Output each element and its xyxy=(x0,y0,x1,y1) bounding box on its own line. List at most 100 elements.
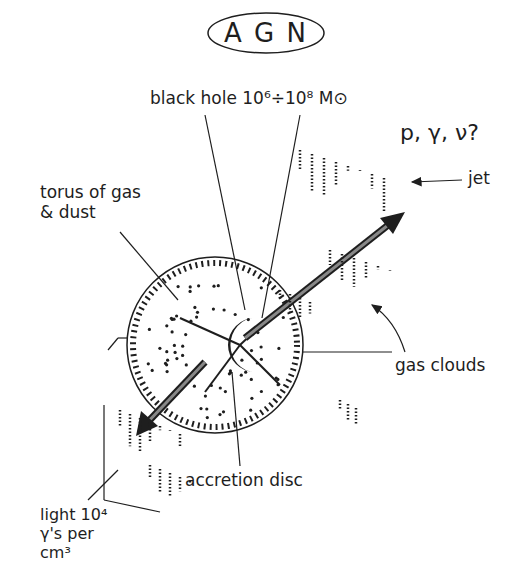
dust-dot xyxy=(174,351,177,354)
dust-dot xyxy=(244,371,247,374)
dust-dot xyxy=(260,286,263,289)
cloud-streak xyxy=(139,418,142,451)
cloud-streak xyxy=(339,400,342,409)
dust-dot xyxy=(175,357,178,360)
dust-dot xyxy=(250,397,253,400)
title: A G N xyxy=(224,18,308,48)
dust-dot xyxy=(170,317,173,320)
cloud-streak xyxy=(371,174,374,188)
cloud-streak xyxy=(119,410,122,428)
cloud-streak xyxy=(355,408,358,425)
cloud-streak xyxy=(279,290,282,300)
dust-dot xyxy=(185,363,188,366)
dust-dot xyxy=(147,362,150,365)
leader-lines xyxy=(88,115,462,500)
dust-dot xyxy=(212,308,215,311)
cloud-streak xyxy=(169,429,172,432)
dust-dot xyxy=(260,390,263,393)
cloud-streak xyxy=(179,477,182,491)
dust-dot xyxy=(229,369,232,372)
dust-dot xyxy=(196,311,199,314)
part-label: accretion disc xyxy=(185,470,345,490)
title-oval xyxy=(208,13,324,53)
part-label: p, γ, ν? xyxy=(400,120,520,146)
cloud-streak xyxy=(335,162,338,185)
part-label: black hole 10⁶÷10⁸ M⊙ xyxy=(150,88,400,108)
dust-dot xyxy=(282,316,285,319)
cloud-streak xyxy=(159,469,162,492)
dust-dot xyxy=(165,363,168,366)
dust-dot xyxy=(166,370,169,373)
dust-dot xyxy=(148,328,151,331)
dust-dot xyxy=(206,416,209,419)
cloud-streak xyxy=(389,269,392,272)
dust-dot xyxy=(189,285,192,288)
dust-dot xyxy=(173,344,176,347)
dust-dot xyxy=(260,345,263,348)
cloud-streak xyxy=(323,158,326,196)
cloud-streak xyxy=(149,422,152,442)
cloud-streak xyxy=(359,169,362,172)
dust-dot xyxy=(175,314,178,317)
dust-dot xyxy=(193,306,196,309)
dust-dot xyxy=(240,374,243,377)
dust-dot xyxy=(177,285,180,288)
dust-dot xyxy=(166,359,169,362)
dust-dot xyxy=(224,390,227,393)
part-label: light 10⁴ γ's per cm³ xyxy=(40,505,112,563)
cloud-streak xyxy=(329,250,332,265)
light-arrow xyxy=(136,362,205,436)
dust-dot xyxy=(223,308,226,311)
dust-dot xyxy=(234,313,237,316)
dust-dot xyxy=(193,385,196,388)
jet-arrow xyxy=(245,212,405,338)
cloud-streak xyxy=(347,404,350,421)
torus-rim xyxy=(133,263,297,427)
gas-clouds xyxy=(120,150,390,497)
dust-dot xyxy=(277,347,280,350)
dust-dot xyxy=(197,284,200,287)
dust-dot xyxy=(219,386,222,389)
cloud-streak xyxy=(311,154,314,191)
torus-outline xyxy=(127,257,303,433)
dust-dot xyxy=(204,395,207,398)
dust-dot xyxy=(212,285,215,288)
cloud-streak xyxy=(299,150,302,170)
dust-dot xyxy=(165,324,168,327)
cloud-streak xyxy=(289,294,292,312)
cloud-streak xyxy=(347,166,350,171)
part-label: gas clouds xyxy=(395,355,515,375)
dust-dot xyxy=(205,407,208,410)
cloud-streak xyxy=(377,266,380,270)
cloud-streak xyxy=(149,465,152,478)
dust-dot xyxy=(165,350,168,353)
black-hole xyxy=(228,318,255,372)
dust-dot xyxy=(189,290,192,293)
dust-dot xyxy=(250,378,253,381)
cloud-streak xyxy=(299,298,302,317)
dust-dot xyxy=(151,369,154,372)
dust-dot xyxy=(195,316,198,319)
cloud-streak xyxy=(365,262,368,279)
cloud-streak xyxy=(309,302,312,313)
dust-dot xyxy=(184,333,187,336)
dust-dot xyxy=(222,410,225,413)
dust-dot xyxy=(240,359,243,362)
cloud-streak xyxy=(353,258,356,287)
dust-dot xyxy=(260,358,263,361)
dust-dot xyxy=(181,354,184,357)
dust-dot xyxy=(247,318,250,321)
cloud-streak xyxy=(341,254,344,282)
dust-dot xyxy=(158,347,161,350)
cloud-streak xyxy=(159,426,162,430)
cloud-streak xyxy=(179,434,182,447)
dust-dot xyxy=(171,330,174,333)
dust-dot xyxy=(250,349,253,352)
dust-dot xyxy=(199,407,202,410)
part-label: torus of gas & dust xyxy=(40,182,145,223)
cloud-streak xyxy=(129,414,132,446)
dust-dot xyxy=(249,409,252,412)
dust-dot xyxy=(218,413,221,416)
cloud-streak xyxy=(169,473,172,497)
